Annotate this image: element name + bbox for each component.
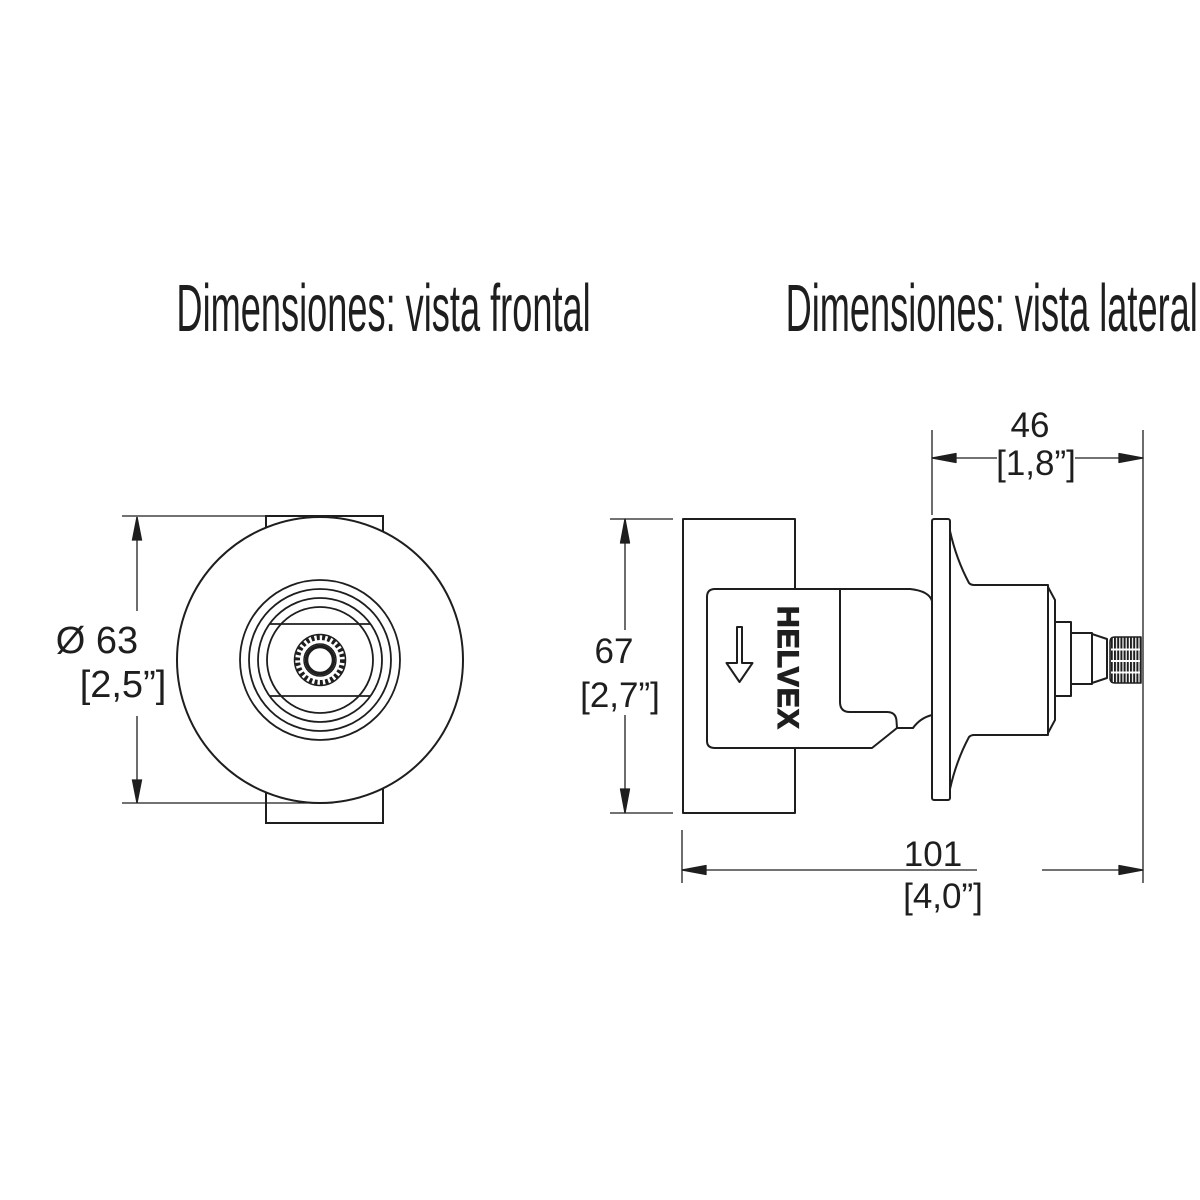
diameter-value-inches: [2,5”] bbox=[80, 664, 167, 706]
escutcheon-rim bbox=[931, 518, 951, 801]
arrowhead-up-icon bbox=[619, 518, 631, 544]
arrowhead-down-icon bbox=[619, 788, 631, 814]
escutcheon-cup bbox=[949, 530, 1049, 790]
cup-ring-chamfer bbox=[1047, 586, 1056, 734]
bonnet-step-edge bbox=[839, 590, 898, 729]
overall-value-inches: [4,0”] bbox=[903, 877, 983, 916]
depth-value-mm: 46 bbox=[1011, 406, 1050, 445]
trim-rings bbox=[239, 579, 401, 741]
front-view-title-text: Dimensiones: vista frontal bbox=[176, 271, 591, 346]
side-view-drawing: HELVEX 46 [1,8”] 67 [2,7”] 101 [4,0”] bbox=[580, 406, 1144, 916]
side-view-title: Dimensiones: vista lateral bbox=[610, 271, 1198, 346]
diameter-dimension bbox=[122, 515, 383, 804]
height-dimension bbox=[610, 518, 673, 814]
knurled-stem-tip bbox=[1109, 636, 1142, 684]
arrowhead-right-icon bbox=[1118, 864, 1144, 876]
arrowhead-down-icon bbox=[131, 779, 143, 804]
spline-hub bbox=[293, 633, 347, 687]
overall-dimension bbox=[681, 830, 1144, 883]
arrowhead-left-icon bbox=[931, 452, 957, 464]
front-view-drawing: Ø 63 [2,5”] bbox=[56, 515, 464, 824]
diameter-value-mm: Ø 63 bbox=[56, 620, 138, 662]
stem-collar bbox=[1054, 621, 1072, 697]
arrowhead-left-icon bbox=[681, 864, 707, 876]
depth-value-inches: [1,8”] bbox=[996, 444, 1076, 483]
arrowhead-up-icon bbox=[131, 516, 143, 541]
brand-embossed-text: HELVEX bbox=[771, 606, 804, 730]
arrowhead-right-icon bbox=[1118, 452, 1144, 464]
stem-cylinder bbox=[1070, 632, 1093, 685]
depth-dimension bbox=[931, 430, 1144, 883]
overall-value-mm: 101 bbox=[904, 835, 962, 874]
height-value-mm: 67 bbox=[595, 632, 634, 671]
stem-taper bbox=[1091, 633, 1108, 684]
height-value-inches: [2,7”] bbox=[580, 676, 660, 715]
flow-direction-arrow-icon bbox=[725, 626, 754, 683]
side-view-title-text: Dimensiones: vista lateral bbox=[785, 271, 1198, 346]
front-view-title: Dimensiones: vista frontal bbox=[0, 273, 590, 344]
